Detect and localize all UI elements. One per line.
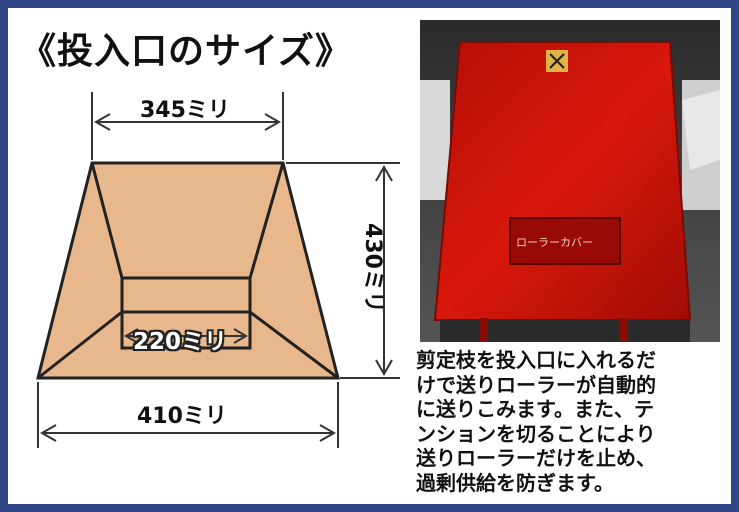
description-text: 剪定枝を投入口に入れるだ けで送りローラーが自動的 に送りこみます。また、テ ン…: [416, 348, 722, 495]
description-line: けで送りローラーが自動的: [416, 372, 656, 397]
description-line: 送りローラーだけを止め、: [416, 446, 656, 470]
bottom-width-dimension: [37, 382, 339, 448]
top-width-dimension: [91, 92, 284, 160]
description-line: に送りこみます。また、テ: [416, 397, 654, 421]
inner-width-label: 220ミリ: [133, 329, 228, 355]
photo-sticker-text: ローラーカバー: [516, 236, 593, 249]
description-line: 過剰供給を防ぎます。: [416, 470, 614, 495]
hopper-photo: ローラーカバー: [420, 20, 720, 342]
inner-width-dimension: [124, 328, 248, 344]
description-line: 剪定枝を投入口に入れるだ: [416, 348, 656, 372]
page-title: 《投入口のサイズ》: [20, 31, 352, 72]
hopper-photo-image: ローラーカバー: [420, 20, 720, 342]
depth-label: 430ミリ: [359, 223, 385, 313]
description-line: ンションを切ることにより: [416, 421, 656, 446]
depth-dimension: [286, 162, 400, 379]
bottom-width-label: 410ミリ: [137, 404, 227, 429]
top-width-label: 345ミリ: [140, 98, 230, 123]
